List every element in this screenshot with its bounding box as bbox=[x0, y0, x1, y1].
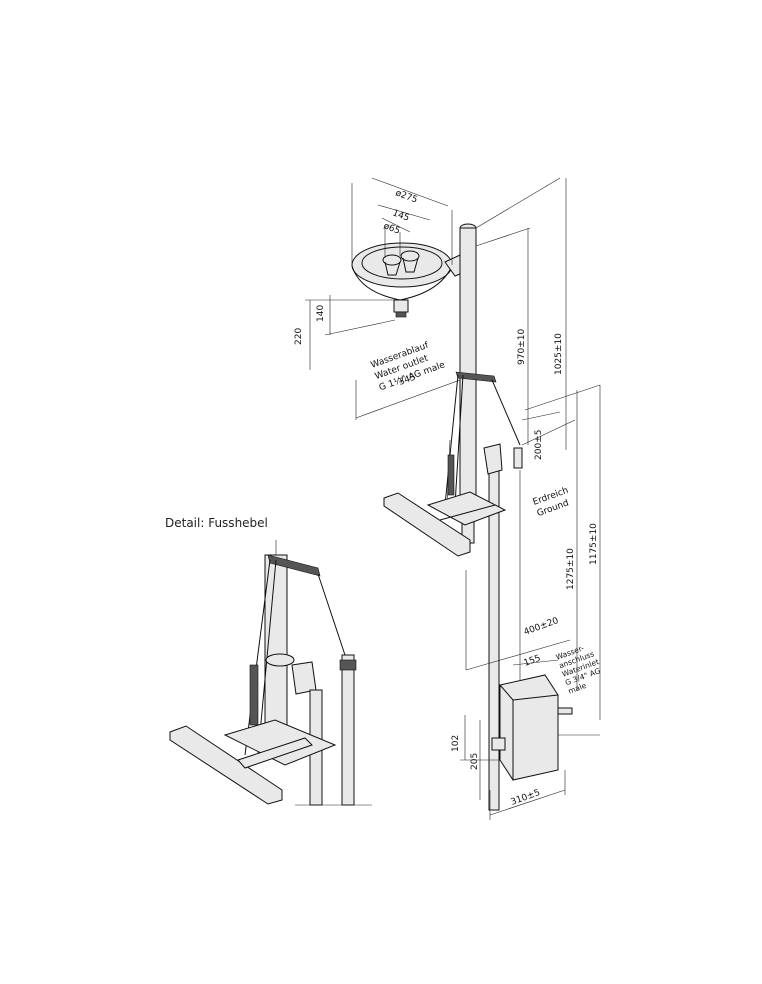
dim-depth-400: 400±20 bbox=[523, 616, 561, 638]
dim-box-205: 205 bbox=[470, 753, 480, 770]
dim-outlet-220: 220 bbox=[294, 328, 304, 345]
main-column bbox=[459, 223, 500, 811]
dim-height-970: 970±10 bbox=[517, 329, 527, 365]
eyewash-bowl bbox=[351, 242, 471, 318]
detail-foot-lever: Detail: Fusshebel bbox=[165, 516, 372, 806]
dim-box-width: 155 bbox=[523, 654, 543, 669]
dim-box-102: 102 bbox=[451, 735, 461, 752]
dimension-lines bbox=[305, 177, 601, 820]
dim-base-width: 310±5 bbox=[510, 788, 542, 808]
inlet-label: Wasser- anschluss Waterinlet G 3/4" AG m… bbox=[555, 643, 602, 695]
ground-label: Erdreich Ground bbox=[532, 486, 571, 519]
dim-height-1175: 1175±10 bbox=[589, 523, 599, 565]
dim-height-1275: 1275±10 bbox=[566, 548, 576, 590]
supply-box bbox=[491, 674, 573, 781]
foot-lever-mechanism bbox=[383, 371, 523, 557]
dim-outlet-140: 140 bbox=[316, 305, 326, 322]
detail-title: Detail: Fusshebel bbox=[165, 516, 268, 530]
main-assembly: ø275 145 ø65 220 140 345 970±10 1025±10 … bbox=[294, 177, 602, 820]
dim-height-1025: 1025±10 bbox=[554, 333, 564, 375]
dim-bowl-diameter: ø275 bbox=[394, 188, 419, 205]
dim-ground-depth: 200±5 bbox=[534, 430, 544, 460]
dim-head-spacing: 145 bbox=[391, 208, 411, 223]
